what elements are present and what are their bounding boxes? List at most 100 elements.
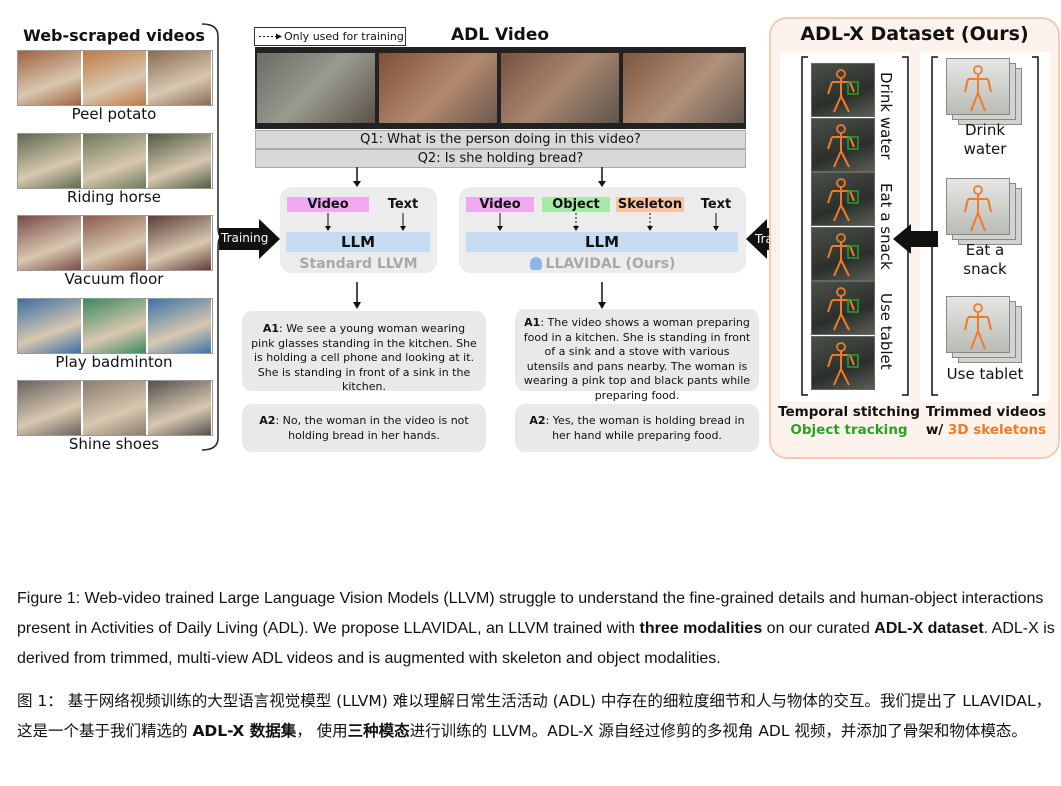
caption-3d-skeletons: w/ 3D skeletons <box>922 422 1050 438</box>
stitched-frame <box>811 335 875 390</box>
llavidal-input-arrows <box>497 213 719 231</box>
stitched-frame <box>811 117 875 172</box>
trimmed-label-snack: Eat a snack <box>963 241 1007 278</box>
video-frame <box>83 381 146 435</box>
answer-tag: A1 <box>524 316 541 329</box>
caption-object-tracking: Object tracking <box>790 422 908 438</box>
web-video-thumbnail <box>17 215 213 271</box>
llavidal-video-chip: Video <box>466 197 534 212</box>
figure-caption-en: Figure 1: Web-video trained Large Langua… <box>17 584 1057 674</box>
skeleton-3d-overlay <box>964 303 992 350</box>
standard-llvm-label: Standard LLVM <box>299 256 418 272</box>
standard-video-chip: Video <box>287 197 369 212</box>
trimmed-label-drink: Drink water <box>963 121 1007 158</box>
training-label-left: Training <box>221 231 269 245</box>
answer-text: : No, the woman in the video is not hold… <box>275 414 469 442</box>
caption-zh-bold1: ADL-X 数据集 <box>192 722 297 740</box>
answer-tag: A2 <box>259 414 276 427</box>
legend-box: Only used for training <box>254 27 406 46</box>
trimmed-frame <box>946 178 1010 235</box>
caption-trimmed-videos: Trimmed videos <box>925 404 1047 420</box>
web-video-label: Shine shoes <box>68 435 160 453</box>
figure-caption-zh: 图 1： 基于网络视频训练的大型语言视觉模型 (LLVM) 难以理解日常生活活动… <box>17 686 1057 746</box>
answer-text: : Yes, the woman is holding bread in her… <box>545 414 745 442</box>
video-frame <box>148 381 211 435</box>
stitched-frame <box>811 226 875 281</box>
caption-en-part2: on our curated <box>762 620 875 637</box>
caption-en-bold2: ADL-X dataset <box>874 620 984 637</box>
web-video-label: Riding horse <box>67 188 161 206</box>
skeleton-overlay <box>827 69 859 113</box>
standard-llm-bar: LLM <box>286 232 430 252</box>
skeleton-overlay <box>827 178 859 222</box>
question-1: Q1: What is the person doing in this vid… <box>255 130 746 149</box>
video-frame <box>148 134 211 188</box>
standard-answer-2: A2: No, the woman in the video is not ho… <box>242 404 486 452</box>
answer-tag: A2 <box>529 414 546 427</box>
caption-zh-part1: 图 1： 基于网络视频训练的大型语言视觉模型 (LLVM) 难以理解日常生活活动… <box>17 692 1052 740</box>
llavidal-logo-icon <box>529 257 542 270</box>
web-video-label: Vacuum floor <box>64 270 164 288</box>
stitched-frame <box>811 172 875 226</box>
web-video-label: Peel potato <box>71 105 157 123</box>
video-frame <box>83 216 146 270</box>
adl-frame-4 <box>623 53 744 123</box>
skeleton-overlay <box>827 123 859 167</box>
stitched-frame <box>811 63 875 117</box>
video-frame <box>18 51 81 105</box>
trimmed-frame <box>946 58 1010 115</box>
caption-zh-bold2: 三种模态 <box>347 722 410 740</box>
dashed-arrow-icon <box>259 33 282 40</box>
adl-video-filmstrip <box>255 47 746 129</box>
trimmed-bracket <box>931 56 1039 396</box>
training-arrow-left <box>219 219 280 259</box>
answer-tag: A1 <box>262 322 280 335</box>
web-scraped-title: Web-scraped videos <box>23 26 205 45</box>
web-video-thumbnail <box>17 133 213 189</box>
adl-x-title: ADL-X Dataset (Ours) <box>800 23 1029 45</box>
video-frame <box>18 381 81 435</box>
answer-text: : We see a young woman wearing pink glas… <box>251 322 477 393</box>
caption-en-part1: Figure 1: Web-video trained Large Langua… <box>17 590 1044 637</box>
llavidal-name: LLAVIDAL (Ours) <box>545 256 676 272</box>
llavidal-skeleton-chip: Skeleton <box>616 197 684 212</box>
question-arrows <box>353 167 606 187</box>
trimmed-frame <box>946 296 1010 353</box>
llavidal-answer-2: A2: Yes, the woman is holding bread in h… <box>515 404 759 452</box>
video-frame <box>148 216 211 270</box>
video-frame <box>83 299 146 353</box>
standard-input-arrows <box>325 213 406 231</box>
caption-zh-part2: ， 使用 <box>296 722 348 740</box>
video-frame <box>18 299 81 353</box>
llavidal-llm-bar: LLM <box>466 232 738 252</box>
video-frame <box>148 299 211 353</box>
llavidal-text-chip: Text <box>700 197 732 212</box>
caption-temporal-stitching: Temporal stitching <box>778 404 920 420</box>
stitch-bracket <box>801 56 909 396</box>
caption-skeleton-accent: 3D skeletons <box>947 422 1047 438</box>
answer-text: : The video shows a woman preparing food… <box>523 316 751 402</box>
skeleton-overlay <box>827 232 859 276</box>
skeleton-overlay <box>827 341 859 385</box>
caption-en-bold1: three modalities <box>639 620 763 637</box>
caption-en-part3: . ADL-X is derived from trimmed, multi-v… <box>17 620 1055 667</box>
skeleton-3d-overlay <box>964 65 992 112</box>
caption-w-prefix: w/ <box>925 422 948 438</box>
web-video-thumbnail <box>17 380 213 436</box>
stitched-frame <box>811 281 875 335</box>
adl-frame-3 <box>501 53 619 123</box>
skeleton-overlay <box>827 287 859 331</box>
llavidal-object-chip: Object <box>542 197 610 212</box>
answer-arrows <box>353 282 606 309</box>
stitch-label-snack: Eat a snack <box>877 183 895 270</box>
video-frame <box>148 51 211 105</box>
stitch-label-drink: Drink water <box>877 72 895 160</box>
stitch-arrow <box>893 224 938 254</box>
web-video-label: Play badminton <box>55 353 173 371</box>
caption-zh-part3: 进行训练的 LLVM。ADL-X 源自经过修剪的多视角 ADL 视频，并添加了骨… <box>409 722 1027 740</box>
llavidal-answer-1: A1: The video shows a woman preparing fo… <box>515 309 759 402</box>
adl-video-title: ADL Video <box>450 25 550 45</box>
llavidal-label: LLAVIDAL (Ours) <box>459 256 746 272</box>
video-frame <box>83 51 146 105</box>
stitch-label-tablet: Use tablet <box>877 293 895 370</box>
